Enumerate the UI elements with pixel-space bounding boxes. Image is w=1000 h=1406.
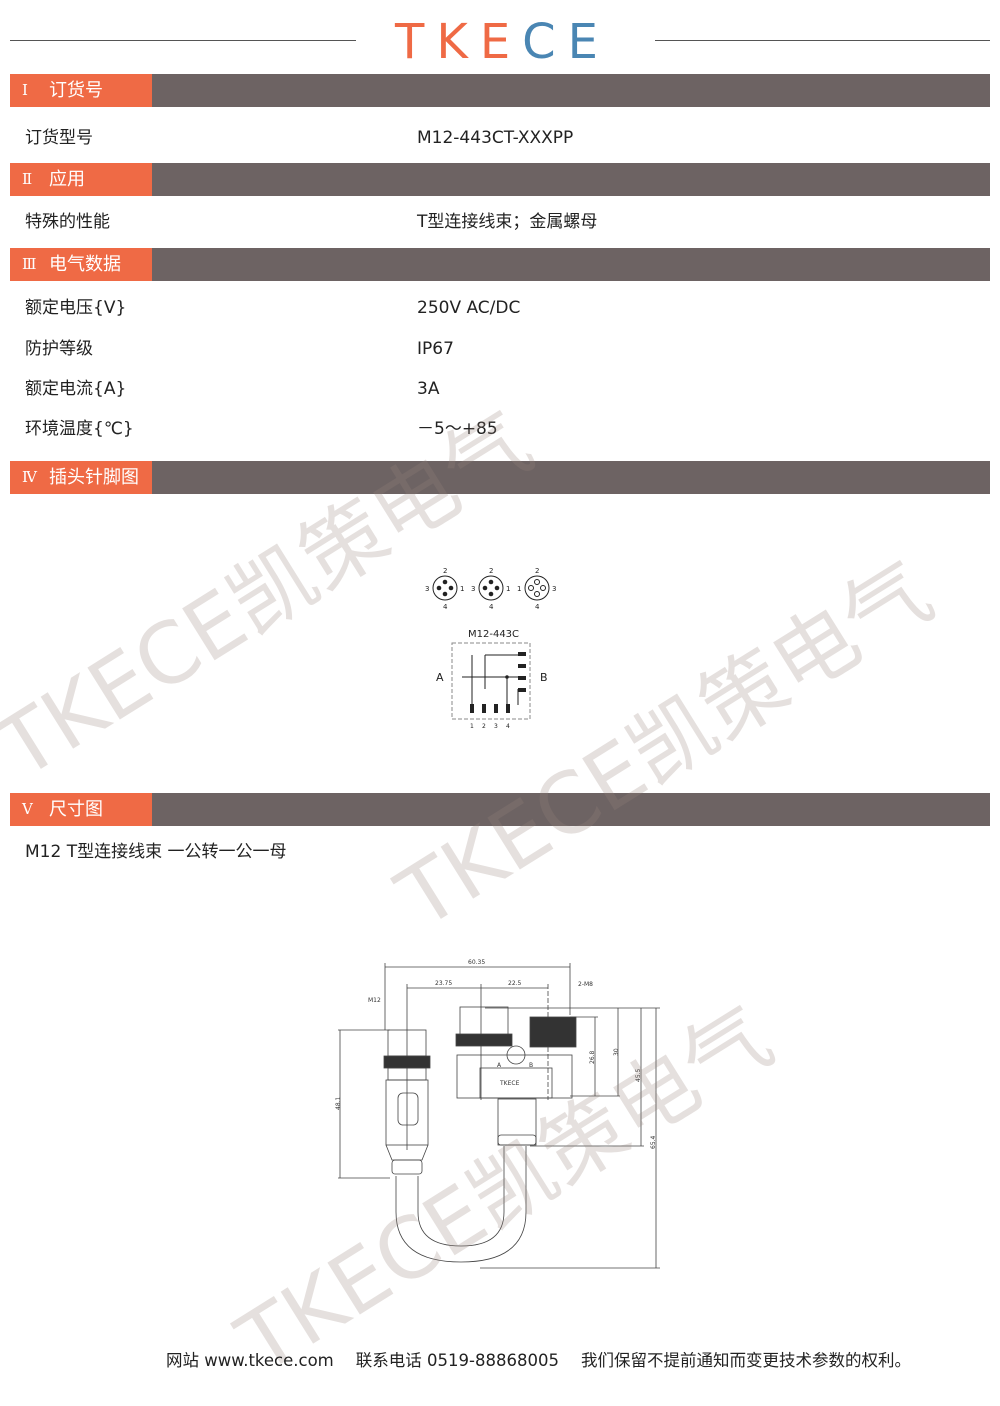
footer-website: 网站 www.tkece.com <box>166 1351 334 1370</box>
section-header-dimension: Ⅴ 尺寸图 <box>10 793 990 826</box>
section-header-pin-diagram: Ⅳ 插头针脚图 <box>10 461 990 494</box>
female-connector-face <box>524 575 550 601</box>
header-rule-left <box>10 40 356 41</box>
order-label: 订货型号 <box>25 128 93 148</box>
svg-text:A: A <box>436 671 444 684</box>
svg-text:22.5: 22.5 <box>508 980 522 987</box>
section-header-electrical: Ⅲ 电气数据 <box>10 248 990 281</box>
section-number: Ⅰ <box>22 81 28 99</box>
svg-text:1: 1 <box>470 723 474 730</box>
section-title: 应用 <box>49 169 85 190</box>
header-rule-right <box>655 40 990 41</box>
application-value: T型连接线束；金属螺母 <box>417 212 598 232</box>
section-number: Ⅴ <box>22 800 33 818</box>
svg-text:1: 1 <box>506 585 510 593</box>
section-title: 插头针脚图 <box>49 467 139 488</box>
svg-text:2: 2 <box>489 567 493 575</box>
svg-text:23.75: 23.75 <box>435 980 452 987</box>
order-value: M12-443CT-XXXPP <box>417 128 574 148</box>
logo-letter: K <box>436 14 480 70</box>
logo-letter: E <box>567 14 610 70</box>
brand-logo: TKECE <box>395 14 610 72</box>
current-label: 额定电流{A} <box>25 379 127 399</box>
section-number: Ⅳ <box>22 468 37 486</box>
section-title: 订货号 <box>49 80 103 101</box>
svg-text:1: 1 <box>517 585 521 593</box>
svg-text:B: B <box>529 1062 533 1069</box>
temperature-value: －5～+85 <box>417 419 498 439</box>
svg-text:4: 4 <box>506 723 510 730</box>
male-connector-face: 2 1 3 4 <box>471 567 510 611</box>
voltage-value: 250V AC/DC <box>417 298 521 318</box>
footer: 网站 www.tkece.com 联系电话 0519-88868005 我们保留不提… <box>166 1350 933 1371</box>
dimension-drawing: 60.35 23.75 22.5 2-M8 M12 48.1 26.8 30 4… <box>335 959 660 1269</box>
svg-text:A: A <box>497 1062 502 1069</box>
svg-text:60.35: 60.35 <box>468 959 485 966</box>
male-connector-face: 2 1 3 4 <box>425 567 464 611</box>
current-value: 3A <box>417 379 440 399</box>
svg-text:65.4: 65.4 <box>650 1135 657 1149</box>
svg-text:48.1: 48.1 <box>335 1096 342 1110</box>
footer-phone: 联系电话 0519-88868005 <box>355 1351 559 1370</box>
svg-text:2: 2 <box>443 567 447 575</box>
pin-model-label: M12-443C <box>468 629 519 640</box>
section-title: 尺寸图 <box>49 799 103 820</box>
svg-text:4: 4 <box>535 603 540 611</box>
logo-letter: T <box>395 14 437 70</box>
svg-text:3: 3 <box>494 723 498 730</box>
svg-text:30: 30 <box>613 1048 620 1056</box>
svg-text:3: 3 <box>471 585 475 593</box>
svg-text:4: 4 <box>489 603 494 611</box>
section-number: Ⅱ <box>22 170 33 188</box>
dimension-caption: M12 T型连接线束 一公转一公一母 <box>25 842 287 862</box>
svg-text:3: 3 <box>425 585 429 593</box>
section-number: Ⅲ <box>22 255 37 273</box>
svg-text:1: 1 <box>460 585 464 593</box>
footer-notice: 我们保留不提前通知而变更技术参数的权利。 <box>580 1351 911 1370</box>
section-title: 电气数据 <box>49 254 121 275</box>
protection-value: IP67 <box>417 339 454 359</box>
svg-text:4: 4 <box>443 603 448 611</box>
svg-text:B: B <box>540 671 548 684</box>
svg-text:2: 2 <box>535 567 539 575</box>
logo-letter: C <box>522 14 568 70</box>
svg-text:2: 2 <box>482 723 486 730</box>
application-label: 特殊的性能 <box>25 212 110 232</box>
section-header-order: Ⅰ 订货号 <box>10 74 990 107</box>
svg-text:TKECE: TKECE <box>499 1080 520 1087</box>
svg-text:2-M8: 2-M8 <box>578 981 593 988</box>
section-header-application: Ⅱ 应用 <box>10 163 990 196</box>
voltage-label: 额定电压{V} <box>25 298 127 318</box>
svg-text:3: 3 <box>552 585 556 593</box>
logo-letter: E <box>479 14 523 70</box>
svg-text:26.8: 26.8 <box>589 1050 596 1064</box>
svg-text:45.5: 45.5 <box>635 1068 642 1082</box>
protection-label: 防护等级 <box>25 339 93 359</box>
svg-text:M12: M12 <box>368 997 381 1004</box>
temperature-label: 环境温度{℃} <box>25 419 134 439</box>
